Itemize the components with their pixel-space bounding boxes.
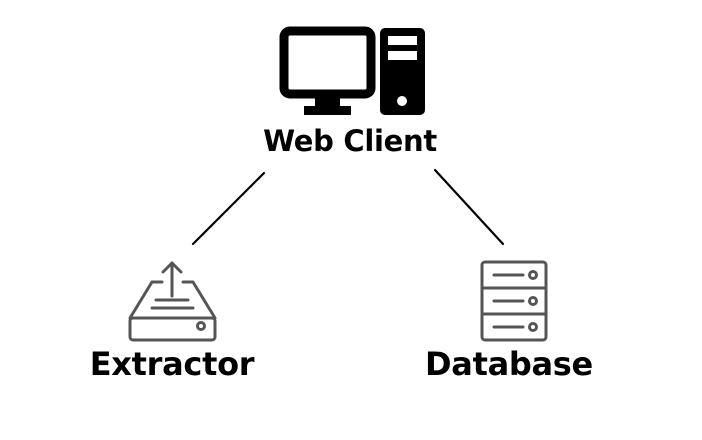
edge-web-client-database — [433, 168, 505, 246]
edge-web-client-extractor — [191, 171, 266, 246]
server-database-icon — [480, 260, 548, 342]
inbox-upload-icon — [128, 261, 217, 342]
node-label-extractor: Extractor — [89, 345, 255, 383]
node-label-database: Database — [425, 345, 593, 383]
node-label-web-client: Web Client — [263, 124, 437, 158]
desktop-computer-icon — [279, 26, 425, 115]
